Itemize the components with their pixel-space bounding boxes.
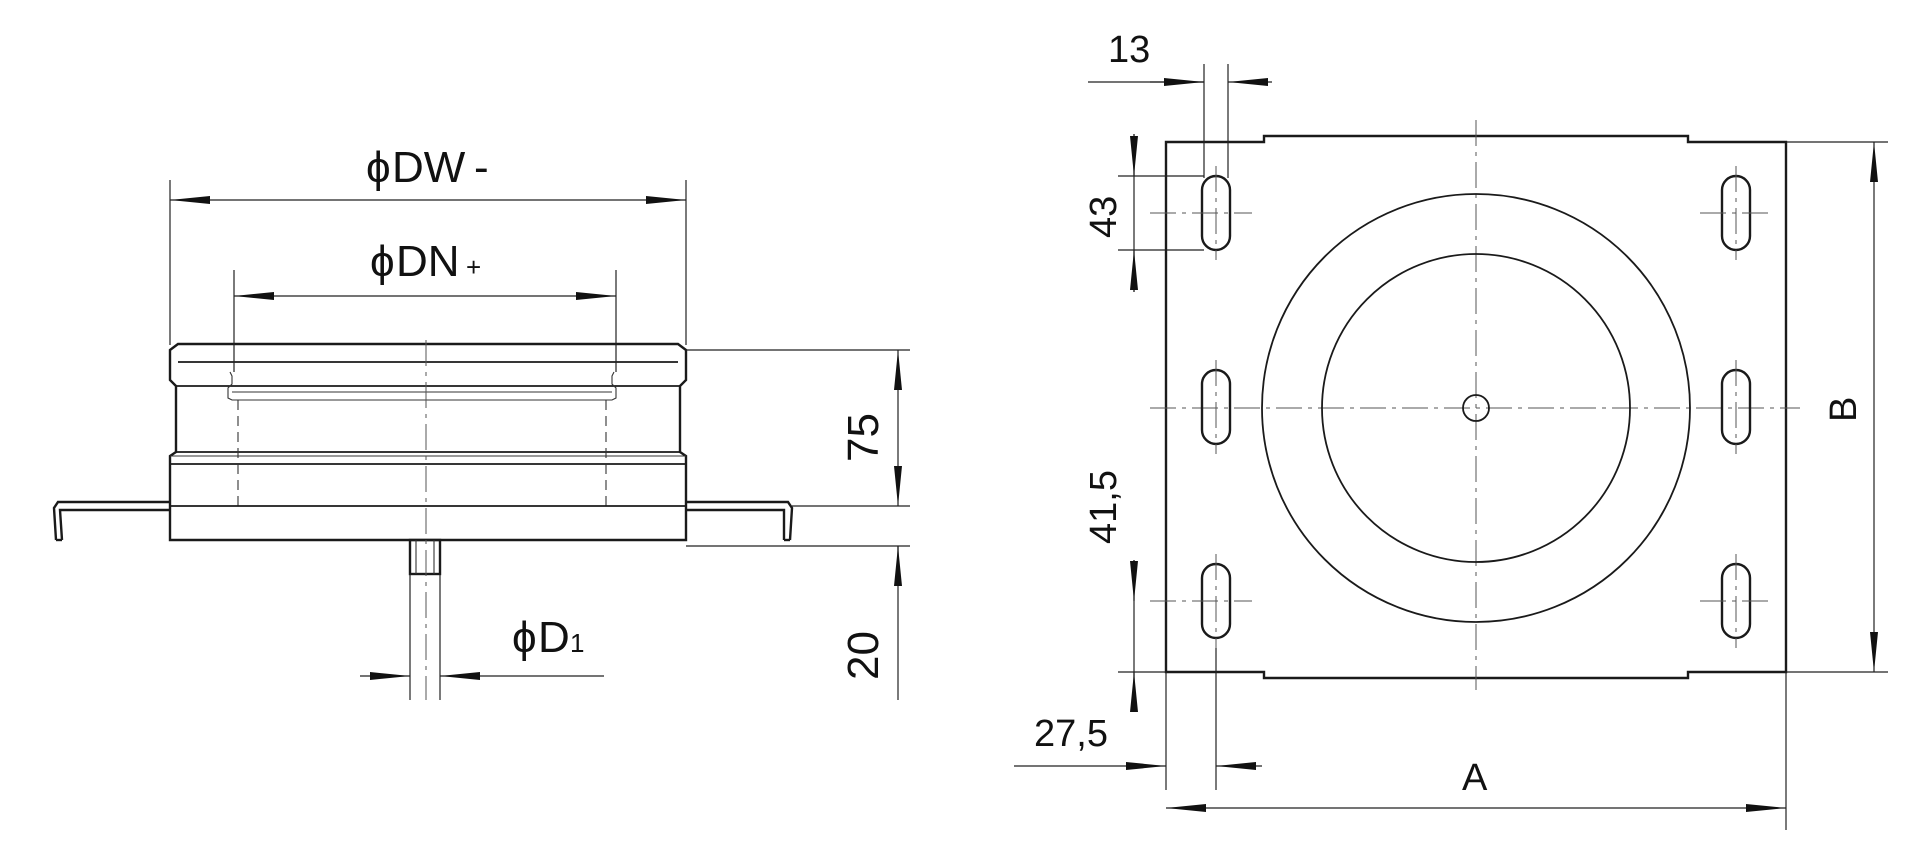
dim-width: A [1166,672,1787,830]
dim-pin-suffix: 1 [570,628,584,658]
dim-inner-main: DN [396,237,460,286]
dim-inner-prefix: ϕ [370,237,395,286]
dim-slot-spacing-label: 41,5 [1083,470,1125,544]
dim-depth-label: B [1823,397,1865,422]
pin [408,538,442,576]
dim-edge-offset-label: 27,5 [1034,713,1108,755]
dim-pin-diameter: ϕ D 1 [360,613,604,680]
dim-outer-diameter: ϕ DW - [170,143,686,204]
dim-slot-length: 43 [1083,134,1204,292]
dim-pin-main: D [538,613,570,662]
mounting-plate [52,500,794,542]
dim-body-height-label: 75 [839,413,888,462]
dim-slot-spacing: 41,5 [1083,470,1166,712]
dim-slot-length-label: 43 [1083,196,1125,238]
dim-edge-offset: 27,5 [1014,648,1262,790]
dim-inner-suffix: + [466,252,481,282]
dim-inner-diameter: ϕ DN + [234,237,616,300]
side-view: ϕ DW - ϕ DN + 75 20 ϕ D 1 [52,143,910,700]
dim-body-height: 75 [839,350,902,506]
outer-circle [1261,193,1691,623]
dim-width-label: A [1462,757,1488,799]
dim-outer-prefix: ϕ [366,143,391,192]
center-hole [1462,394,1490,422]
slots [1150,166,1770,648]
cylinder-body [168,342,688,542]
dim-outer-main: DW [392,143,466,192]
dim-pin-height-label: 20 [839,631,888,680]
dim-pin-prefix: ϕ [512,613,537,662]
dim-pin-height: 20 [839,546,902,700]
dim-depth: B [1786,141,1888,673]
dim-slot-width-label: 13 [1108,29,1150,71]
dim-slot-width: 13 [1088,29,1272,178]
plan-view: 13 43 41,5 27,5 [1014,29,1888,830]
inner-circle [1321,253,1631,563]
dim-outer-suffix: - [474,143,489,192]
